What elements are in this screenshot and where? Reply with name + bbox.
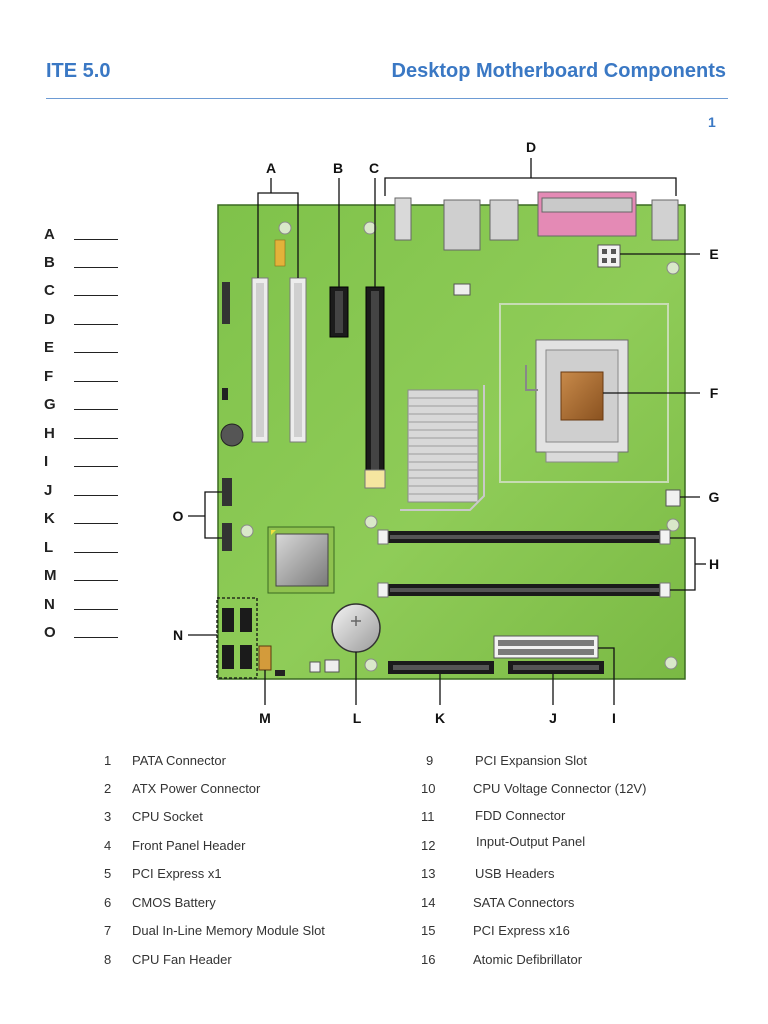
chipset-heatsink bbox=[400, 385, 485, 511]
answer-blank[interactable] bbox=[74, 239, 118, 240]
io-controller-chip bbox=[267, 526, 335, 594]
header-subtitle: Desktop Motherboard Components bbox=[391, 60, 726, 82]
answer-blank[interactable] bbox=[74, 352, 118, 353]
legend-number: 4 bbox=[104, 838, 112, 853]
legend-label: ATX Power Connector bbox=[132, 781, 261, 796]
callout-g: G bbox=[709, 489, 720, 505]
legend-number: 5 bbox=[104, 866, 112, 881]
cpu-fan-header bbox=[665, 489, 681, 507]
key-letter: I bbox=[44, 453, 49, 470]
legend-number: 15 bbox=[421, 923, 436, 938]
yellow-header bbox=[274, 239, 286, 267]
left-header bbox=[222, 282, 230, 324]
legend-label: CPU Fan Header bbox=[132, 952, 232, 967]
answer-blank[interactable] bbox=[74, 267, 118, 268]
answer-blank[interactable] bbox=[74, 609, 118, 610]
callout-l: L bbox=[353, 710, 362, 726]
key-letter: C bbox=[44, 282, 55, 299]
legend-number: 2 bbox=[104, 781, 112, 796]
usb-headers bbox=[222, 478, 232, 551]
legend-label: Front Panel Header bbox=[132, 838, 246, 853]
page-number: 1 bbox=[708, 114, 716, 130]
callout-d: D bbox=[526, 139, 536, 155]
legend-number: 7 bbox=[104, 923, 112, 938]
callout-k: K bbox=[435, 710, 445, 726]
key-letter: L bbox=[44, 539, 54, 556]
legend-label: USB Headers bbox=[475, 866, 555, 881]
cpu-socket bbox=[525, 339, 629, 463]
key-letter: J bbox=[44, 482, 53, 499]
legend-label: Input-Output Panel bbox=[476, 834, 586, 849]
key-letter: H bbox=[44, 425, 55, 442]
key-letter: F bbox=[44, 368, 54, 385]
legend-label: PCI Express x16 bbox=[473, 923, 570, 938]
legend-label: SATA Connectors bbox=[473, 895, 575, 910]
key-letter: G bbox=[44, 396, 56, 413]
answer-blank[interactable] bbox=[74, 523, 118, 524]
callout-h: H bbox=[709, 556, 719, 572]
legend-number: 11 bbox=[421, 809, 435, 824]
callout-j: J bbox=[549, 710, 557, 726]
answer-blank[interactable] bbox=[74, 580, 118, 581]
header-title: ITE 5.0 bbox=[46, 60, 111, 82]
legend-number: 1 bbox=[104, 753, 112, 768]
front-panel-header bbox=[258, 645, 272, 671]
key-letter: N bbox=[44, 596, 55, 613]
legend-number: 12 bbox=[421, 838, 436, 853]
legend-number: 3 bbox=[104, 809, 112, 824]
key-letter: K bbox=[44, 510, 55, 527]
legend-number: 16 bbox=[421, 952, 436, 967]
callout-n: N bbox=[173, 627, 183, 643]
answer-blank[interactable] bbox=[74, 324, 118, 325]
callout-c: C bbox=[369, 160, 379, 176]
answer-blank[interactable] bbox=[74, 295, 118, 296]
legend-label: CPU Voltage Connector (12V) bbox=[473, 781, 647, 796]
callout-f: F bbox=[710, 385, 719, 401]
callout-lines bbox=[188, 158, 706, 705]
answer-blank[interactable] bbox=[74, 495, 118, 496]
answer-blank[interactable] bbox=[74, 637, 118, 638]
legend-label: Dual In-Line Memory Module Slot bbox=[132, 923, 325, 938]
callout-e: E bbox=[709, 246, 718, 262]
header-divider bbox=[46, 98, 728, 99]
dimm-slots bbox=[377, 529, 671, 598]
legend-label: PATA Connector bbox=[132, 753, 226, 768]
mounting-holes bbox=[240, 221, 680, 672]
callout-b: B bbox=[333, 160, 343, 176]
system-fan-header bbox=[453, 283, 471, 296]
legend-number: 8 bbox=[104, 952, 112, 967]
answer-blank[interactable] bbox=[74, 438, 118, 439]
legend-number: 9 bbox=[426, 753, 434, 768]
legend-number: 6 bbox=[104, 895, 112, 910]
legend-label: CPU Socket bbox=[132, 809, 203, 824]
legend-label: CMOS Battery bbox=[132, 895, 216, 910]
io-panel bbox=[394, 191, 679, 251]
cpu-power-connector bbox=[597, 244, 621, 268]
key-letter: M bbox=[44, 567, 57, 584]
answer-blank[interactable] bbox=[74, 381, 118, 382]
key-letter: A bbox=[44, 226, 55, 243]
pci-slots bbox=[251, 277, 307, 443]
legend-number: 10 bbox=[421, 781, 436, 796]
key-letter: O bbox=[44, 624, 56, 641]
key-letter: E bbox=[44, 339, 55, 356]
legend-label: FDD Connector bbox=[475, 808, 566, 823]
answer-blank[interactable] bbox=[74, 409, 118, 410]
sata-connectors bbox=[216, 597, 258, 679]
answer-blank[interactable] bbox=[74, 466, 118, 467]
key-letter: B bbox=[44, 254, 55, 271]
legend-number: 13 bbox=[421, 866, 436, 881]
legend-label: Atomic Defibrillator bbox=[473, 952, 583, 967]
callout-o: O bbox=[173, 508, 184, 524]
callout-i: I bbox=[612, 710, 616, 726]
answer-blank[interactable] bbox=[74, 552, 118, 553]
legend-number: 14 bbox=[421, 895, 436, 910]
legend-label: PCI Express x1 bbox=[132, 866, 222, 881]
callout-a: A bbox=[266, 160, 276, 176]
callout-m: M bbox=[259, 710, 271, 726]
key-letter: D bbox=[44, 311, 55, 328]
legend-label: PCI Expansion Slot bbox=[475, 753, 588, 768]
